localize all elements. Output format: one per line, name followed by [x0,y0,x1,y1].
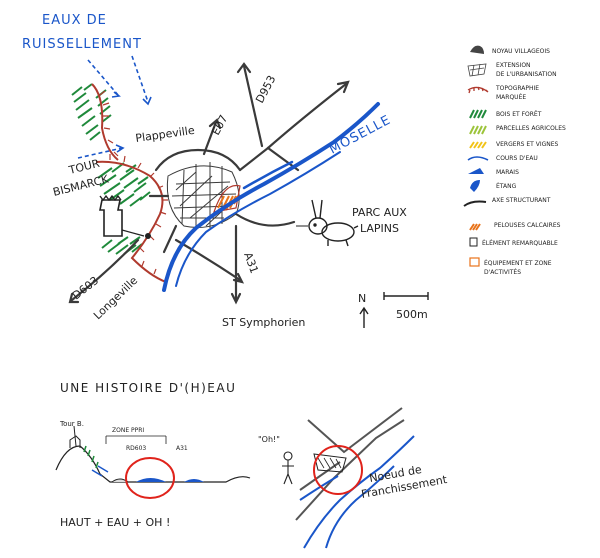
legend-label: PELOUSES CALCAIRES [494,222,561,229]
legend-item: COURS D'EAU [467,155,538,162]
place-tour-bismarck-2: BISMARCK [52,172,111,199]
place-tour-bismarck-1: TOUR [67,157,102,177]
legend-item: VERGERS ET VIGNES [469,141,559,149]
profile-caption: HAUT + EAU + OH ! [60,516,170,529]
section-title: UNE HISTOIRE D'(H)EAU [60,381,236,395]
agricultural-icon [469,125,487,135]
runoff-label-1: EAUX DE [42,13,107,28]
crossing-node-sketch: "Oh!" Noeud de Franchissement [258,407,449,549]
person-icon [282,451,294,485]
remarkable-element-icon [469,237,478,247]
legend-label: D'ACTIVITÉS [484,268,521,276]
place-plappeville: Plappeville [135,124,196,145]
place-parc-aux-lapins-2: LAPINS [360,222,399,235]
scale-bar [383,292,429,300]
tower-icon [99,194,151,239]
north-label: N [358,292,366,305]
road-d603 [70,238,140,302]
ppri-zone-label: ZONE PPRI [112,427,144,434]
runoff-arrow [87,59,119,96]
legend-label: COURS D'EAU [496,155,538,162]
node-circle-map [313,445,363,495]
legend-label: EXTENSION [496,62,531,69]
a31-profile-label: A31 [176,445,188,452]
legend-label: TOPOGRAPHIE [495,85,539,92]
legend-item: AXE STRUCTURANT [463,197,551,207]
legend-item: NOYAU VILLAGEOIS [470,45,550,55]
road-e07-north [266,82,348,150]
waterway-icon [467,156,489,161]
road-label-d603: D603 [70,274,101,302]
moselle-river [162,102,380,292]
legend-item: TOPOGRAPHIE MARQUÉE [467,85,539,101]
road-label-a31: A31 [241,251,261,276]
north-arrow-icon [359,306,369,328]
road-network [68,62,350,305]
road-e07 [202,120,218,156]
road-label-e07: E07 [209,113,230,138]
legend-label: ÉLÉMENT REMARQUABLE [482,239,558,247]
runoff-label-2: RUISSELLEMENT [22,37,142,52]
legend-item: ÉQUIPEMENT ET ZONE D'ACTIVITÉS [469,257,552,276]
calcareous-lawn-outline [213,184,241,213]
orchard-icon [469,141,487,149]
topography-ridges [91,83,168,283]
legend-label: PARCELLES AGRICOLES [496,125,566,132]
scale-label: 500m [396,308,428,321]
legend-item: BOIS ET FORÊT [469,109,542,119]
main-map: EAUX DE RUISSELLEMENT [22,13,429,329]
runoff-arrow [77,147,123,159]
legend-label: DE L'URBANISATION [496,71,557,78]
rabbit-icon [296,199,359,247]
rd603-label: RD603 [126,445,146,452]
legend-item: PARCELLES AGRICOLES [469,125,566,135]
legend-item: MARAIS [468,168,519,176]
legend-item: ÉLÉMENT REMARQUABLE [469,237,558,247]
node-circle-profile [125,457,175,499]
profile-sketch: Tour B. ZONE PPRI RD603 A31 HAUT + EAU +… [55,420,251,529]
legend-label: AXE STRUCTURANT [492,197,551,204]
runoff-arrows [77,55,152,159]
legend-label: MARQUÉE [496,93,526,101]
village-core-icon [470,45,484,54]
legend: NOYAU VILLAGEOIS EXTENSION DE L'URBANISA… [463,45,566,276]
oh-label: "Oh!" [258,435,280,444]
marsh-icon [468,168,484,174]
terrain-profile [55,445,251,483]
legend-item: PELOUSES CALCAIRES [469,222,561,231]
topography-icon [467,86,489,94]
legend-label: MARAIS [496,169,519,176]
forest-icon [469,109,487,119]
place-parc-aux-lapins-1: PARC AUX [352,206,407,219]
calcareous-lawn-icon [469,223,481,231]
legend-label: ÉQUIPEMENT ET ZONE [484,259,552,267]
legend-label: ÉTANG [496,182,517,190]
forest-area-north [71,83,112,141]
structuring-axis-icon [463,200,487,207]
legend-label: VERGERS ET VIGNES [496,141,559,148]
legend-label: NOYAU VILLAGEOIS [492,48,550,55]
runoff-arrow [131,55,149,103]
pond-icon [470,180,480,192]
place-st-symphorien: ST Symphorien [222,316,305,329]
road-east-spur [234,212,296,227]
village-core-dot [145,233,151,239]
urban-extension-icon [467,63,487,77]
facility-icon [469,257,480,267]
legend-label: BOIS ET FORÊT [496,110,542,118]
legend-item: EXTENSION DE L'URBANISATION [467,62,557,78]
road-d953 [242,64,264,148]
profile-tour-label: Tour B. [59,420,84,428]
urban-extension [166,162,240,228]
road-label-d953: D953 [253,73,278,105]
legend-item: ÉTANG [470,180,517,192]
